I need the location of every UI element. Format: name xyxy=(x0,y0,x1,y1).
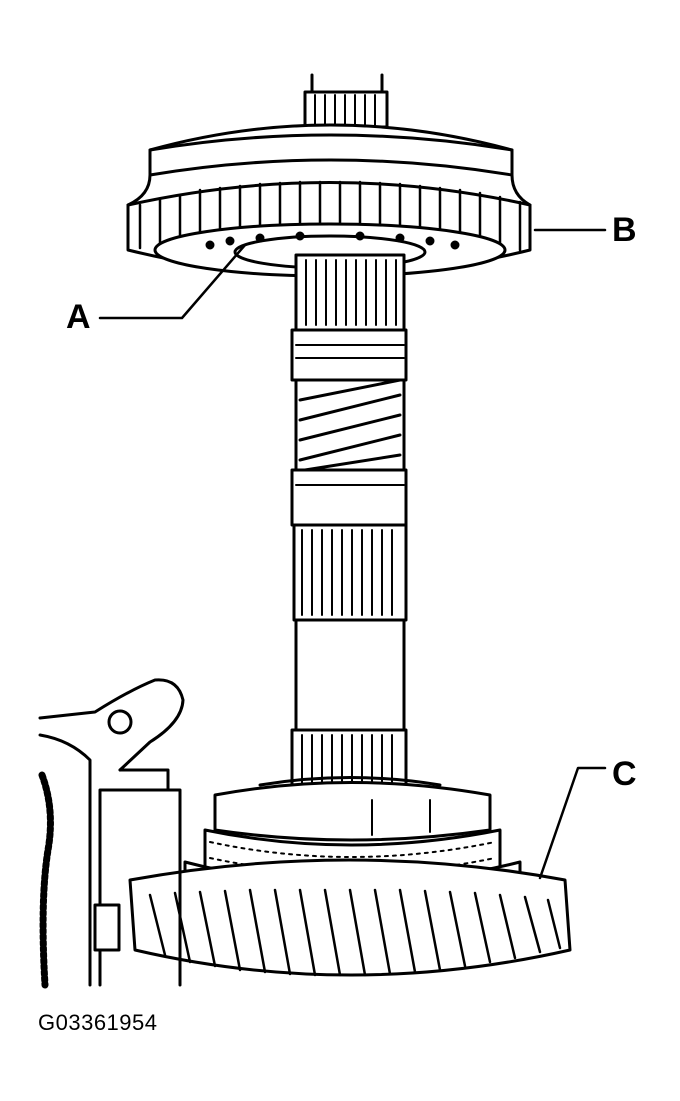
callout-label-c: C xyxy=(612,755,637,793)
leader-line-c xyxy=(538,766,607,880)
top-shaft-stub xyxy=(303,73,389,129)
figure-id-caption: G03361954 xyxy=(38,1010,158,1035)
callout-label-b: B xyxy=(612,211,637,249)
leader-line-a xyxy=(98,243,247,320)
lower-helical-gear-c xyxy=(128,858,572,977)
callout-leader-lines xyxy=(98,228,607,880)
callout-label-a: A xyxy=(66,298,91,336)
main-shaft xyxy=(290,253,408,812)
shift-fork-lever xyxy=(38,678,185,989)
upper-gear-b xyxy=(126,123,532,278)
